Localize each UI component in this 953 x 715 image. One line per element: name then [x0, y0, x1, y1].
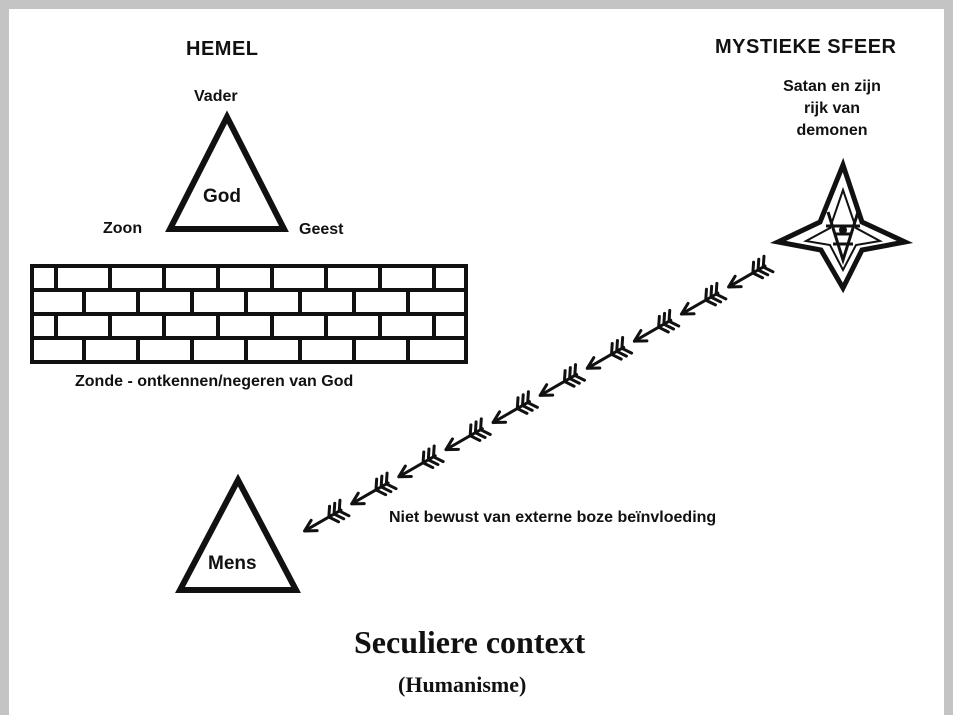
sin-wall	[30, 264, 468, 364]
arrow-icon	[679, 281, 728, 316]
satan-line-1: Satan en zijn	[783, 78, 881, 95]
arrow-icon	[632, 308, 681, 343]
arrow-icon	[727, 254, 775, 289]
geest-label: Geest	[299, 221, 344, 238]
trinity-triangle	[165, 110, 289, 232]
mystic-title: MYSTIEKE SFEER	[715, 36, 897, 58]
mens-label: Mens	[208, 553, 257, 574]
arrow-icon	[491, 390, 539, 425]
satan-line-3: demonen	[796, 122, 868, 139]
satan-caption: Satan en zijn rijk van demonen	[752, 76, 912, 142]
arrow-icon	[585, 336, 634, 370]
evil-influence-arrows	[303, 254, 775, 533]
pentagram-icon	[769, 157, 914, 294]
influence-caption: Niet bewust van externe boze beïnvloedin…	[389, 509, 717, 526]
vader-label: Vader	[194, 88, 238, 105]
arrow-icon	[350, 471, 398, 506]
footer-subtitle: (Humanisme)	[398, 672, 527, 697]
arrow-icon	[397, 444, 445, 479]
arrow-icon	[303, 498, 351, 533]
satan-line-2: rijk van	[803, 100, 861, 117]
arrow-icon	[444, 417, 492, 452]
heaven-title: HEMEL	[186, 38, 259, 60]
wall-caption: Zonde - ontkennen/negeren van God	[75, 373, 354, 390]
mens-triangle	[175, 473, 301, 593]
god-label: God	[203, 186, 241, 207]
footer-title: Seculiere context	[354, 624, 586, 660]
zoon-label: Zoon	[103, 220, 143, 237]
arrow-icon	[538, 363, 587, 397]
